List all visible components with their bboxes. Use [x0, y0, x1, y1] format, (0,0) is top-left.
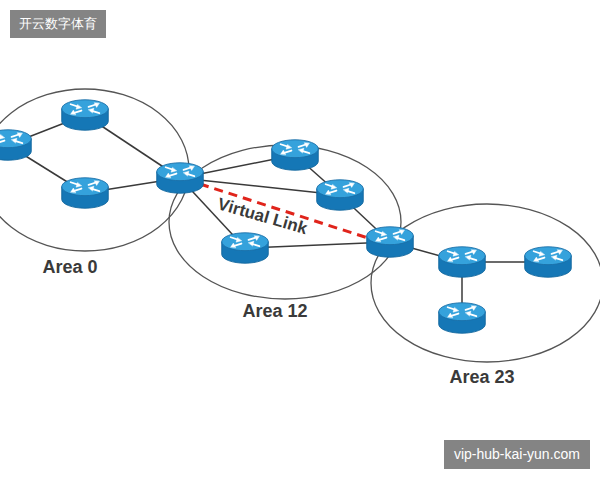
network-link: [180, 178, 340, 195]
router-icon: [439, 247, 486, 277]
area-name: Area 12: [205, 300, 345, 322]
network-link: [8, 115, 85, 145]
area-boundary: [0, 89, 189, 251]
area-ellipse: Area 23: [370, 203, 600, 393]
router-icon: [0, 130, 31, 160]
network-link: [85, 178, 180, 193]
network-link: [390, 242, 462, 262]
network-link: [245, 242, 390, 248]
area-ellipse: Area 0: [0, 88, 190, 282]
router-icon: [317, 180, 364, 210]
area-outline: [0, 88, 190, 252]
watermark: vip-hub-kai-yun.com: [444, 440, 590, 469]
network-link: [8, 145, 85, 193]
area-ellipse: Area 12: [168, 144, 402, 330]
area-boundary: [169, 145, 401, 299]
area-name: Area 0: [0, 256, 140, 278]
router-icon: [272, 140, 319, 170]
router-icon: [525, 247, 572, 277]
network-link: [85, 115, 180, 178]
network-link: [295, 155, 340, 195]
area-boundary: [371, 204, 600, 362]
network-link: [461, 262, 463, 318]
router-icon: [367, 227, 414, 257]
router-icon: [439, 303, 486, 333]
virtual-link-label: Virtual Link: [215, 194, 309, 239]
network-link: [340, 195, 390, 242]
area-name: Area 23: [412, 366, 552, 388]
watermark: 开云数字体育: [10, 10, 106, 38]
area-outline: [370, 203, 600, 363]
network-link: [462, 261, 548, 263]
router-icon: [62, 178, 109, 208]
router-icon: [62, 100, 109, 130]
network-link: [180, 155, 295, 178]
router-icon: [222, 233, 269, 263]
